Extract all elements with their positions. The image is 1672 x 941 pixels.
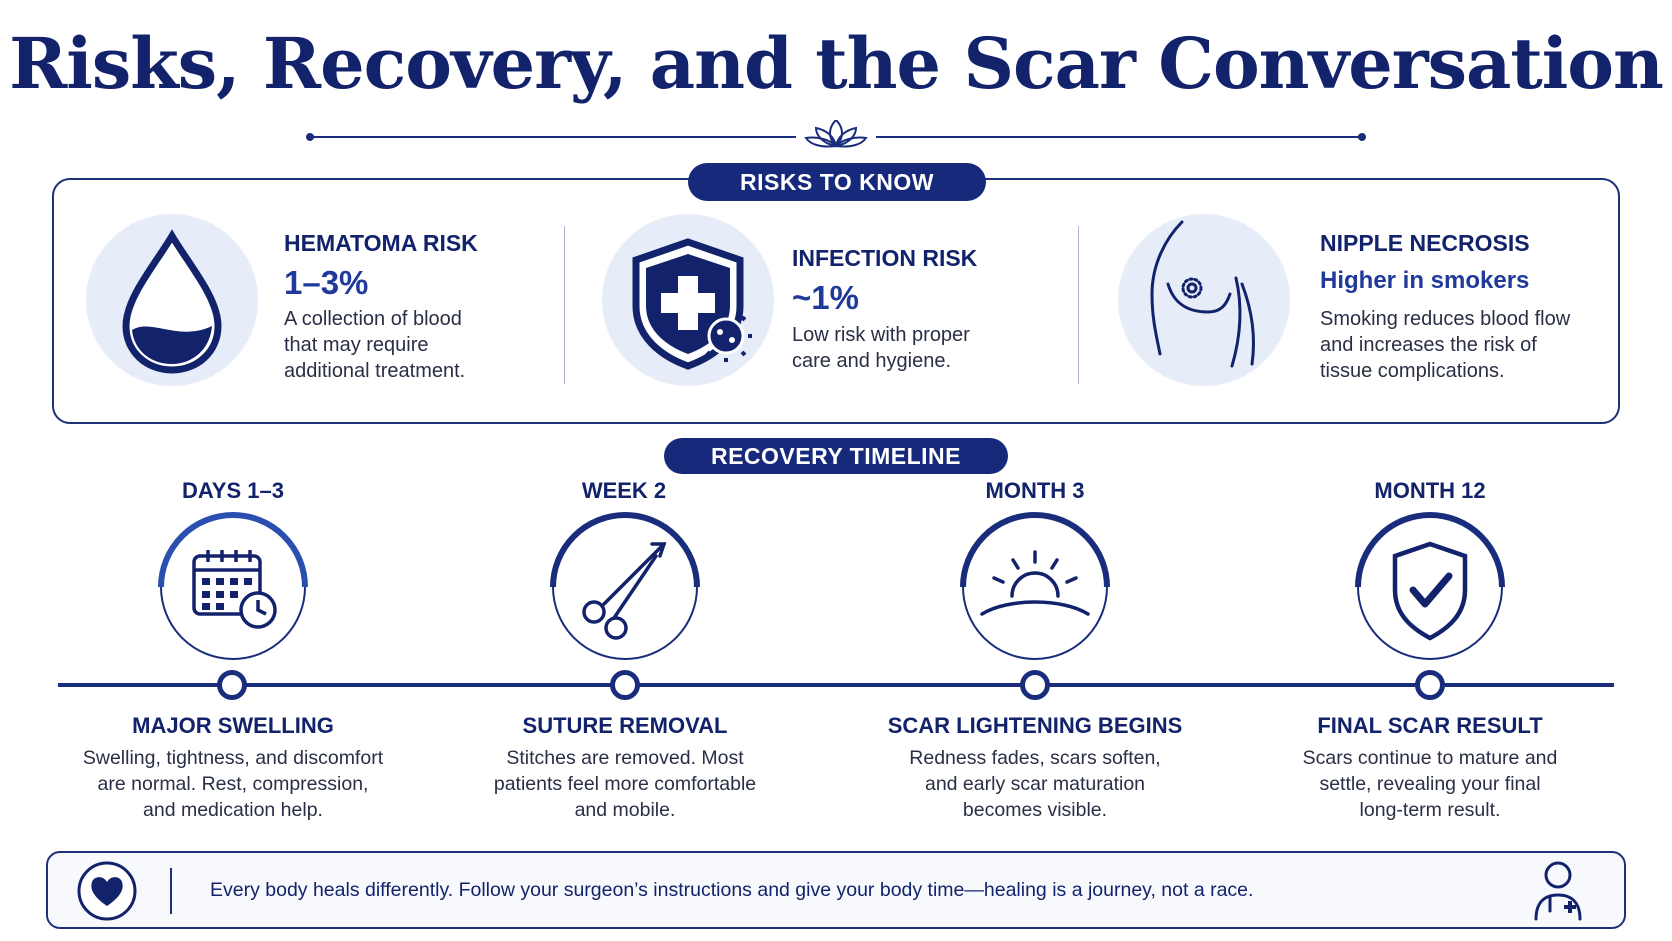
stage-label: MONTH 12 [1374, 478, 1486, 503]
risk-description: A collection of blood that may require a… [284, 308, 466, 382]
stage-heading: SCAR LIGHTENING BEGINS [887, 713, 1183, 738]
risk-value: Higher in smokers [1320, 267, 1530, 294]
scissors-icon [550, 512, 700, 660]
stage-label: WEEK 2 [581, 478, 667, 503]
stage-description: Redness fades, scars soften, and early s… [909, 747, 1161, 821]
timeline-node [610, 670, 640, 700]
recovery-heading: RECOVERY TIMELINE [664, 438, 1008, 474]
risk-title: INFECTION RISK [792, 245, 978, 271]
footer-banner [46, 851, 1626, 929]
timeline-line [58, 683, 1614, 687]
lotus-icon [804, 120, 868, 148]
doctor-icon [1534, 861, 1582, 921]
timeline-node [1415, 670, 1445, 700]
timeline-node [1020, 670, 1050, 700]
blood-drop-icon [122, 229, 222, 374]
shield-check-icon [1355, 512, 1505, 660]
risk-separator [1078, 226, 1079, 384]
footer-separator [170, 868, 172, 914]
lotus-divider [306, 120, 1366, 148]
risk-description: Smoking reduces blood flow and increases… [1320, 308, 1571, 382]
stage-description: Stitches are removed. Most patients feel… [493, 747, 757, 821]
timeline-node [217, 670, 247, 700]
stage-heading: SUTURE REMOVAL [522, 713, 728, 738]
stage-heading: FINAL SCAR RESULT [1317, 713, 1543, 738]
footer-message: Every body heals differently. Follow you… [210, 879, 1254, 901]
shield-virus-icon [632, 238, 752, 370]
heart-icon [77, 861, 137, 921]
risks-heading: RISKS TO KNOW [688, 163, 986, 201]
calendar-clock-icon [158, 512, 308, 660]
stage-heading: MAJOR SWELLING [132, 713, 334, 738]
page-title: Risks, Recovery, and the Scar Conversati… [9, 22, 1664, 105]
sunrise-icon [960, 512, 1110, 660]
stage-label: DAYS 1–3 [182, 478, 284, 503]
risk-title: NIPPLE NECROSIS [1320, 230, 1530, 256]
risk-value: ~1% [792, 279, 859, 316]
risk-description: Low risk with proper care and hygiene. [792, 324, 970, 372]
hematoma-icon-circle [86, 214, 258, 386]
risk-title: HEMATOMA RISK [284, 230, 478, 256]
breast-outline-icon [1150, 220, 1255, 368]
stage-label: MONTH 3 [985, 478, 1085, 503]
infection-icon-circle [602, 214, 774, 386]
necrosis-icon-circle [1118, 214, 1290, 386]
stage-description: Swelling, tightness, and discomfort are … [82, 747, 384, 821]
stage-description: Scars continue to mature and settle, rev… [1302, 747, 1558, 821]
risk-value: 1–3% [284, 264, 369, 301]
risk-separator [564, 226, 565, 384]
